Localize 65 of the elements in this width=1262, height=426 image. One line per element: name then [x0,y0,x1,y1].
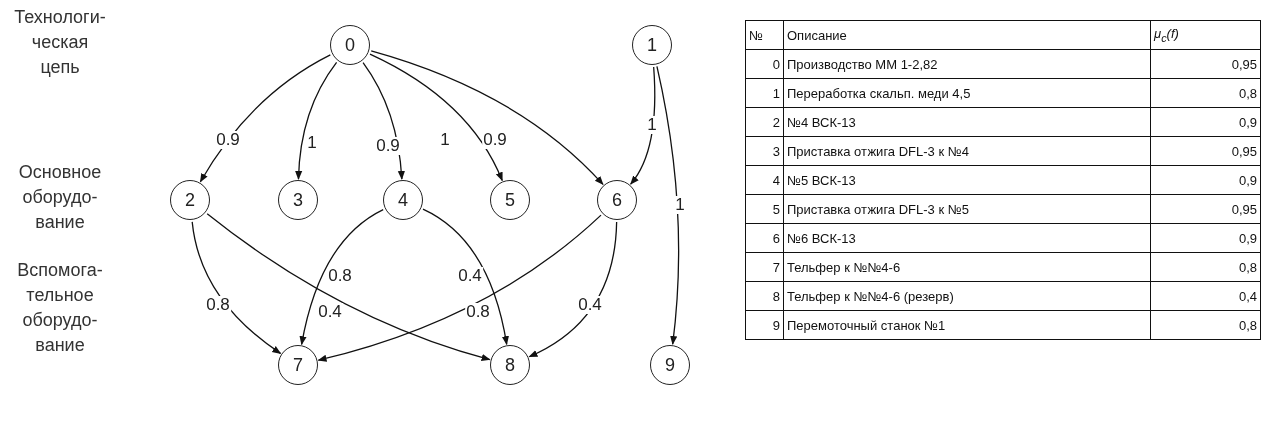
number-cell: 1 [745,78,784,108]
arrow [199,54,331,183]
value-cell: 0,95 [1150,49,1261,79]
description-cell: №4 ВСК-13 [783,107,1151,137]
edge-label: 1 [674,196,686,214]
arrow [370,50,604,186]
value-cell: 0,9 [1150,223,1261,253]
node-circle: 5 [490,180,530,220]
value-cell: 0,9 [1150,107,1261,137]
edge-label: 1 [646,116,658,134]
value-cell: 0,95 [1150,194,1261,224]
edge-label: 0.9 [375,137,401,155]
arrow [317,214,602,362]
row-label: Вспомога- тельное оборудо- вание [16,259,104,357]
number-cell: 5 [745,194,784,224]
arrow [630,66,656,185]
arrow [295,61,338,180]
arrow [299,208,384,346]
edge-label: 0.8 [205,296,231,314]
row-label: Технологи- ческая цепь [13,6,107,79]
description-cell: Описание [783,20,1151,50]
node-circle: 0 [330,25,370,65]
number-cell: № [745,20,784,50]
number-cell: 0 [745,49,784,79]
node-circle: 8 [490,345,530,385]
edge-label: 0.4 [577,296,603,314]
node-circle: 3 [278,180,318,220]
value-cell: μ$_{c}$(f) [1150,20,1261,50]
description-cell: Приставка отжига DFL-3 к №4 [783,136,1151,166]
arrow [656,65,680,346]
arrow [528,221,618,358]
number-cell: 2 [745,107,784,137]
row-label: Основное оборудо- вание [17,161,103,234]
arrow [369,53,503,182]
number-cell: 6 [745,223,784,253]
number-cell: 9 [745,310,784,340]
value-cell: 0,8 [1150,78,1261,108]
node-circle: 4 [383,180,423,220]
node-circle: 1 [632,25,672,65]
edge-label: 0.9 [482,131,508,149]
arrow [191,221,282,355]
arrow [206,213,491,361]
description-cell: Тельфер к №№4-6 [783,252,1151,282]
edge-label: 0.9 [215,131,241,149]
description-cell: Перемоточный станок №1 [783,310,1151,340]
description-cell: Приставка отжига DFL-3 к №5 [783,194,1151,224]
description-cell: №6 ВСК-13 [783,223,1151,253]
number-cell: 4 [745,165,784,195]
node-circle: 6 [597,180,637,220]
value-cell: 0,8 [1150,310,1261,340]
value-cell: 0,9 [1150,165,1261,195]
node-circle: 2 [170,180,210,220]
number-cell: 7 [745,252,784,282]
value-cell: 0,8 [1150,252,1261,282]
value-cell: 0,95 [1150,136,1261,166]
description-cell: Производство ММ 1-2,82 [783,49,1151,79]
number-cell: 3 [745,136,784,166]
description-cell: №5 ВСК-13 [783,165,1151,195]
number-cell: 8 [745,281,784,311]
node-circle: 9 [650,345,690,385]
description-cell: Тельфер к №№4-6 (резерв) [783,281,1151,311]
node-circle: 7 [278,345,318,385]
value-cell: 0,4 [1150,281,1261,311]
arrow [422,208,509,346]
description-cell: Переработка скальп. меди 4,5 [783,78,1151,108]
